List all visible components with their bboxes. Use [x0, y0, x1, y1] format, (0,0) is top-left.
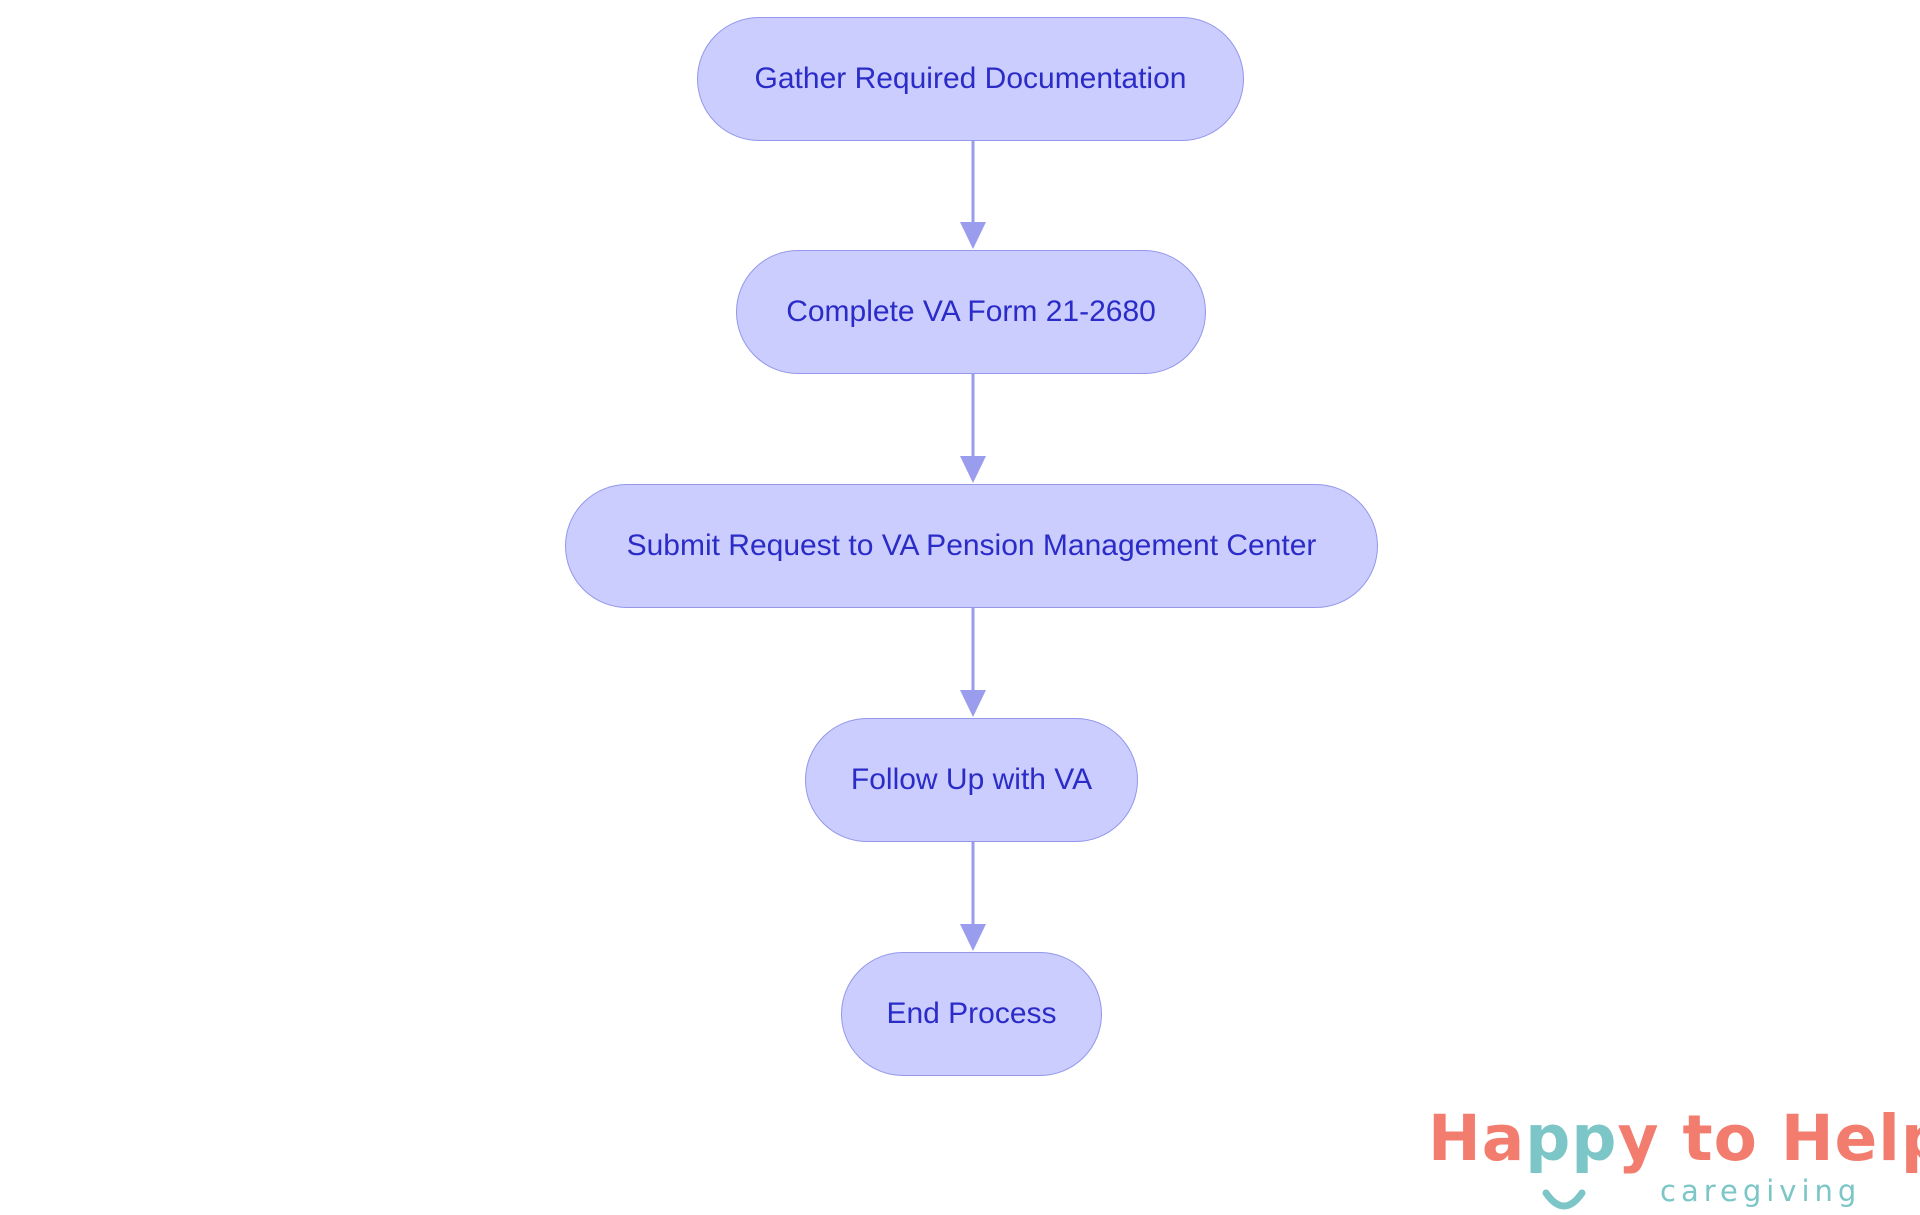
node-complete-va-form[interactable]: Complete VA Form 21-2680	[736, 250, 1206, 374]
edge-arrowhead-3	[960, 690, 986, 717]
logo-word-happy: Happy	[1428, 1102, 1660, 1175]
node-end-process[interactable]: End Process	[841, 952, 1102, 1076]
node-gather-documentation[interactable]: Gather Required Documentation	[697, 17, 1244, 141]
edge-arrowhead-1	[960, 222, 986, 249]
logo-tagline: caregiving	[1660, 1174, 1862, 1208]
edge-arrowhead-2	[960, 456, 986, 483]
node-submit-request[interactable]: Submit Request to VA Pension Management …	[565, 484, 1378, 608]
logo-word-help: Help	[1780, 1102, 1920, 1175]
smile-icon	[1542, 1189, 1586, 1210]
logo-wordmark: Happy to Help	[1428, 1107, 1920, 1170]
logo-word-to: to	[1682, 1102, 1758, 1175]
company-logo: Happy to Help caregiving	[1428, 1107, 1920, 1210]
node-follow-up[interactable]: Follow Up with VA	[805, 718, 1138, 842]
edge-arrowhead-4	[960, 924, 986, 951]
